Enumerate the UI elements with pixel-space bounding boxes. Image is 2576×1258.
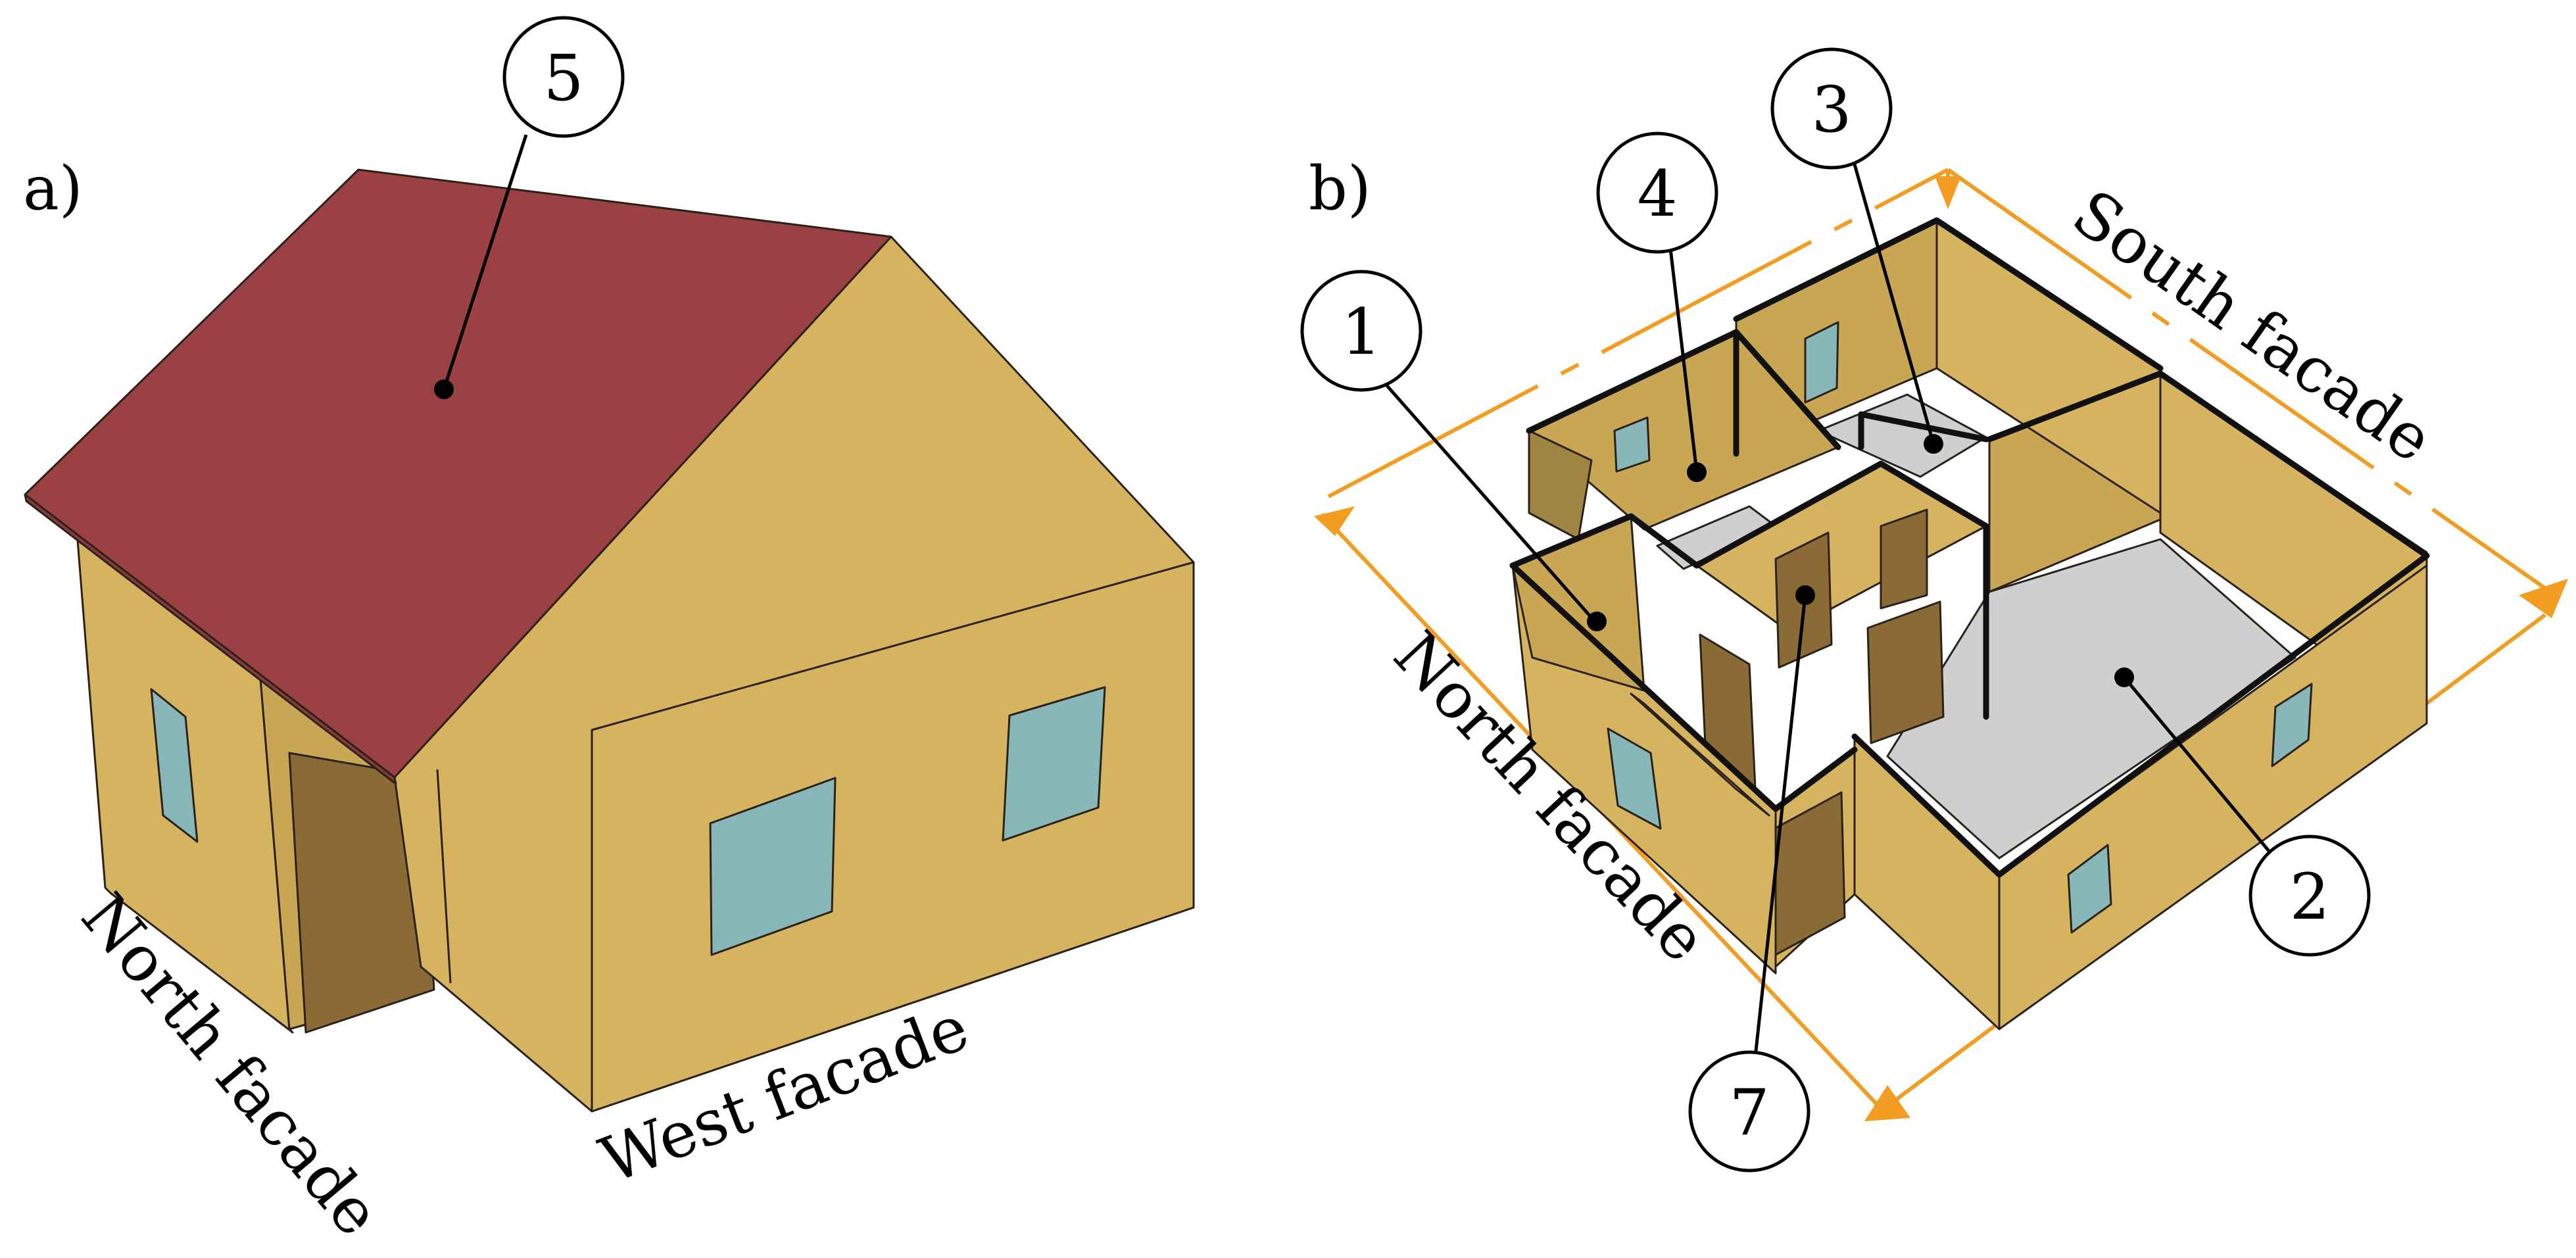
corner-edge-2: [436, 769, 452, 984]
callout-1-leader: [1373, 370, 1596, 623]
callout-5-dot: [434, 379, 454, 399]
north-window: [150, 688, 199, 843]
callout-7-number: 7: [1729, 1076, 1769, 1149]
callout-5-number: 5: [543, 41, 583, 115]
callout-5-circle: [502, 16, 625, 138]
callout-3-number: 3: [1811, 73, 1851, 147]
callout-7-circle: [1688, 1050, 1810, 1173]
callout-3-leader: [1853, 164, 1935, 445]
outline-room-3: [1733, 217, 2164, 372]
panel-b: b): [1300, 47, 2568, 1173]
big-room-window-1: [2067, 844, 2112, 934]
callout-1-circle: [1300, 270, 1422, 392]
room-3-window: [1804, 321, 1839, 404]
callout-4-circle: [1596, 132, 1718, 254]
callout-4-dot: [1687, 462, 1707, 482]
callout-5-leader: [442, 134, 528, 390]
room-1-floor: [1630, 692, 1770, 817]
outline-room-1: [1509, 513, 1700, 569]
corridor-door-2: [1880, 508, 1928, 610]
corridor-door-3: [1866, 600, 1945, 744]
callout-2-leader: [2123, 676, 2273, 856]
room-1-window: [1607, 727, 1662, 830]
callout-2-number: 2: [2289, 860, 2329, 934]
callout-7-dot: [1795, 585, 1815, 605]
callout-4-leader: [1668, 248, 1699, 473]
panel-a: a) North facade West facade 5: [23, 16, 1195, 1250]
callout-3-dot: [1924, 434, 1943, 454]
panel-a-label: a): [23, 153, 83, 224]
callout-4-number: 4: [1637, 157, 1677, 231]
big-room-window-2: [2271, 683, 2313, 767]
callout-7-leader: [1754, 594, 1807, 1052]
panel-b-label: b): [1309, 153, 1371, 224]
callout-2-circle: [2248, 835, 2371, 957]
outline-front: [1509, 562, 1858, 812]
callout-2-dot: [2114, 667, 2134, 687]
room-4-window: [1613, 416, 1651, 473]
callout-1-dot: [1587, 612, 1607, 631]
outline-divider: [1858, 411, 1989, 443]
west-window-2: [1002, 686, 1106, 842]
callout-1-number: 1: [1341, 295, 1381, 369]
outline-big-room: [1851, 370, 2430, 878]
west-window-1: [709, 777, 837, 956]
big-room-south-wall: [1998, 564, 2428, 1030]
callout-3-circle: [1770, 47, 1893, 170]
outline-corridor: [1693, 460, 1989, 720]
roof-eave: [24, 493, 397, 785]
